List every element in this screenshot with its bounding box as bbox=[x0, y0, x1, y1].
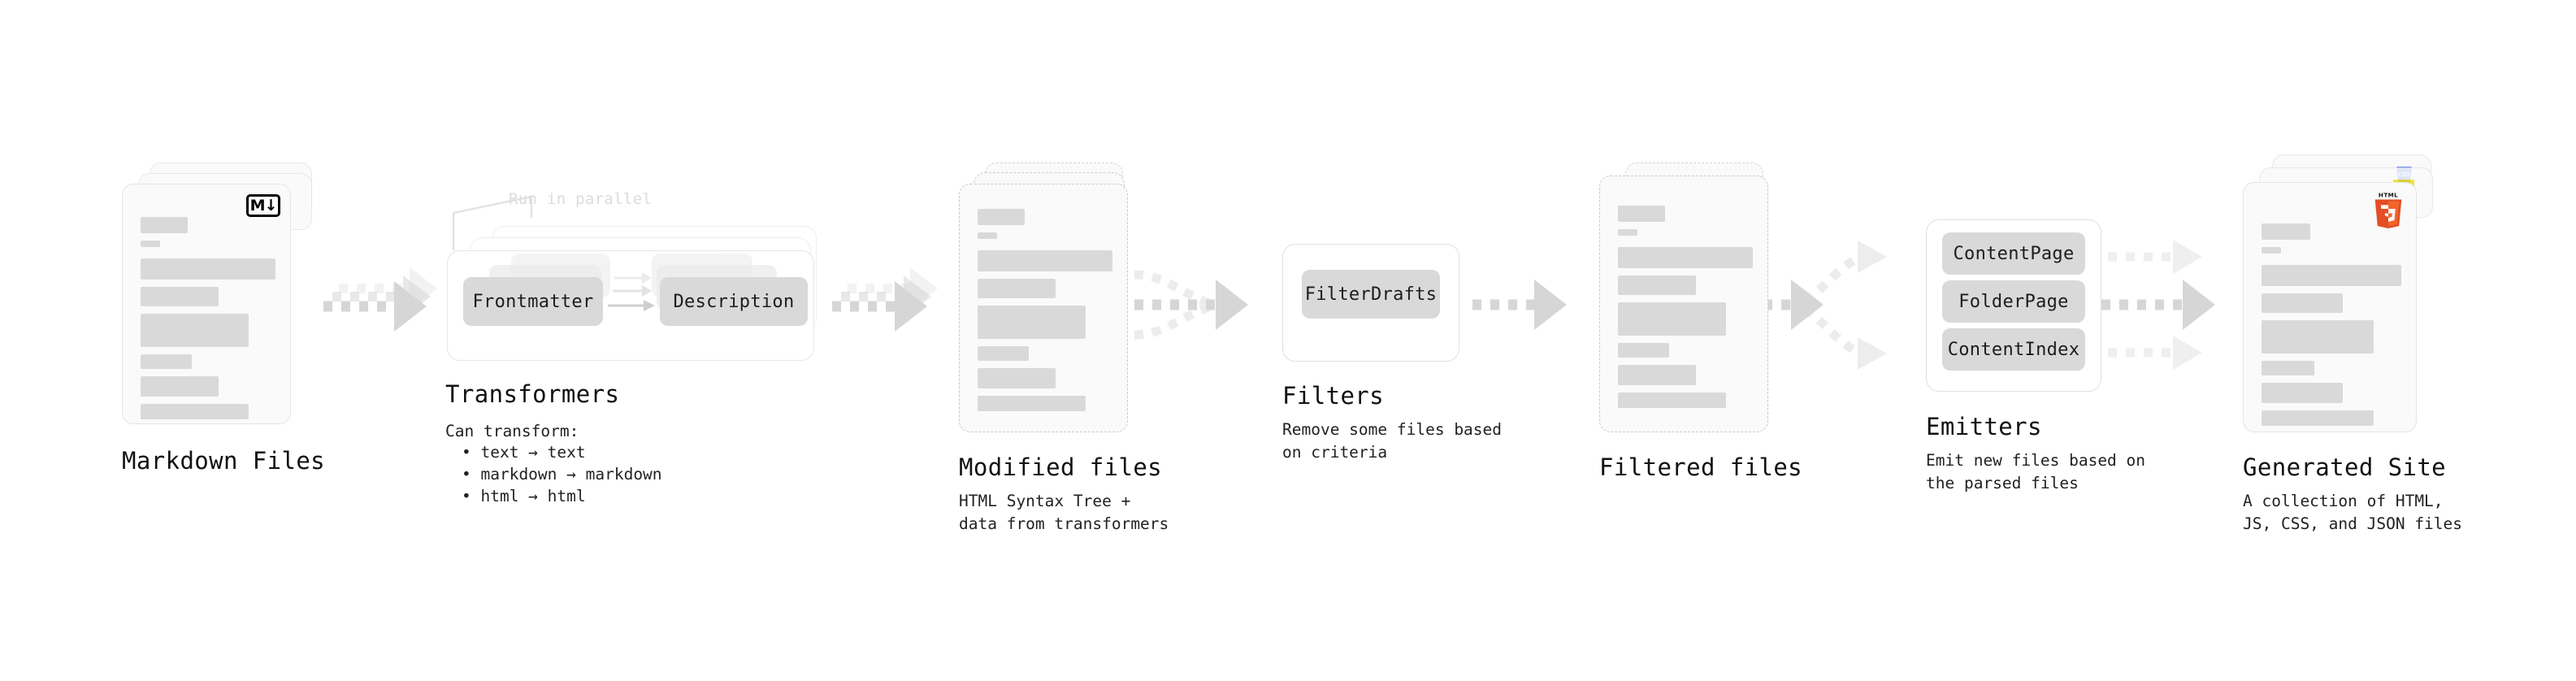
chip-folderpage[interactable]: FolderPage bbox=[1942, 280, 2085, 323]
markdown-icon-text: M↓ bbox=[249, 196, 278, 215]
transformers-bullet-2: • markdown → markdown bbox=[462, 465, 662, 484]
markdown-icon: M↓ bbox=[246, 194, 280, 217]
chip-contentindex[interactable]: ContentIndex bbox=[1942, 328, 2085, 371]
content-bar bbox=[141, 314, 249, 347]
content-bar bbox=[978, 279, 1056, 298]
filters-description: Remove some files based on criteria bbox=[1282, 420, 1503, 462]
content-bar bbox=[2262, 320, 2374, 354]
html5-icon: HTML bbox=[2374, 192, 2402, 228]
content-bar bbox=[2262, 223, 2310, 240]
card-front: HTML bbox=[2243, 182, 2417, 432]
content-bar bbox=[2262, 247, 2281, 254]
chip-contentpage[interactable]: ContentPage bbox=[1942, 232, 2085, 275]
content-bar bbox=[141, 287, 219, 306]
content-bar bbox=[1618, 275, 1697, 295]
chip-filterdrafts[interactable]: FilterDrafts bbox=[1302, 270, 1440, 319]
emitters-description: Emit new files based on the parsed files bbox=[1926, 451, 2146, 492]
card-front bbox=[959, 184, 1128, 432]
content-bar bbox=[1618, 247, 1753, 268]
transformers-bullet-1: • text → text bbox=[462, 443, 586, 462]
content-bar bbox=[1618, 365, 1697, 385]
arrow-filters-to-filtered bbox=[1472, 280, 1567, 330]
generated-card-stack: CSS HTML bbox=[2243, 154, 2454, 439]
modified-card-stack bbox=[959, 163, 1154, 439]
chip-frontmatter[interactable]: Frontmatter bbox=[463, 277, 603, 326]
content-bar bbox=[978, 250, 1112, 271]
content-bar bbox=[1618, 206, 1665, 222]
content-bar bbox=[1618, 393, 1726, 408]
content-bar bbox=[978, 346, 1030, 361]
card-content-bars bbox=[141, 217, 275, 427]
card-front bbox=[1599, 176, 1768, 432]
transformer-inner-arrows bbox=[608, 272, 655, 311]
card-content-bars bbox=[978, 209, 1112, 419]
filtered-card-stack bbox=[1599, 163, 1794, 439]
content-bar bbox=[2262, 383, 2343, 403]
content-bar bbox=[141, 376, 219, 397]
run-in-parallel-hint: Run in parallel bbox=[509, 190, 653, 208]
arrow-transformers-to-modified bbox=[832, 267, 938, 332]
content-bar bbox=[978, 209, 1025, 225]
arrow-markdown-to-transformers bbox=[323, 267, 437, 332]
content-bar bbox=[978, 306, 1086, 339]
content-bar bbox=[2262, 293, 2343, 313]
content-bar bbox=[141, 258, 275, 280]
content-bar bbox=[1618, 302, 1726, 336]
chip-description[interactable]: Description bbox=[660, 277, 808, 326]
content-bar bbox=[2262, 361, 2315, 375]
content-bar bbox=[978, 368, 1056, 388]
card-content-bars bbox=[2262, 223, 2401, 433]
stage-markdown-files: M↓ Markdown Files bbox=[122, 163, 333, 475]
svg-text:HTML: HTML bbox=[2379, 192, 2398, 199]
stage-title-filters: Filters bbox=[1282, 382, 1385, 410]
content-bar bbox=[2262, 410, 2374, 426]
content-bar bbox=[141, 404, 249, 419]
card-front: M↓ bbox=[122, 184, 291, 424]
card-content-bars bbox=[1618, 206, 1753, 415]
generated-site-description: A collection of HTML, JS, CSS, and JSON … bbox=[2243, 492, 2463, 533]
stage-title-emitters: Emitters bbox=[1926, 413, 2042, 440]
stage-title-filtered-files: Filtered files bbox=[1599, 453, 1803, 481]
content-bar bbox=[141, 241, 160, 247]
markdown-card-stack: M↓ bbox=[122, 163, 333, 431]
content-bar bbox=[141, 217, 188, 233]
content-bar bbox=[978, 396, 1086, 411]
stage-generated-site: CSS HTML bbox=[2243, 154, 2462, 533]
stage-filtered-files: Filtered files bbox=[1599, 163, 1802, 481]
content-bar bbox=[1618, 229, 1637, 236]
stage-title-markdown-files: Markdown Files bbox=[122, 447, 326, 475]
parallel-brace bbox=[452, 195, 533, 250]
content-bar bbox=[978, 232, 997, 239]
stage-title-generated-site: Generated Site bbox=[2243, 453, 2447, 481]
arrow-emitters-to-site bbox=[2101, 240, 2215, 370]
content-bar bbox=[2262, 265, 2401, 286]
modified-files-description: HTML Syntax Tree + data from transformer… bbox=[959, 492, 1169, 533]
content-bar bbox=[141, 354, 193, 369]
stage-title-modified-files: Modified files bbox=[959, 453, 1163, 481]
transformers-description: Can transform: bbox=[445, 422, 579, 440]
content-bar bbox=[1618, 343, 1670, 358]
stage-title-transformers: Transformers bbox=[445, 380, 620, 408]
transformers-bullet-3: • html → html bbox=[462, 487, 586, 505]
stage-modified-files: Modified files HTML Syntax Tree + data f… bbox=[959, 163, 1169, 533]
